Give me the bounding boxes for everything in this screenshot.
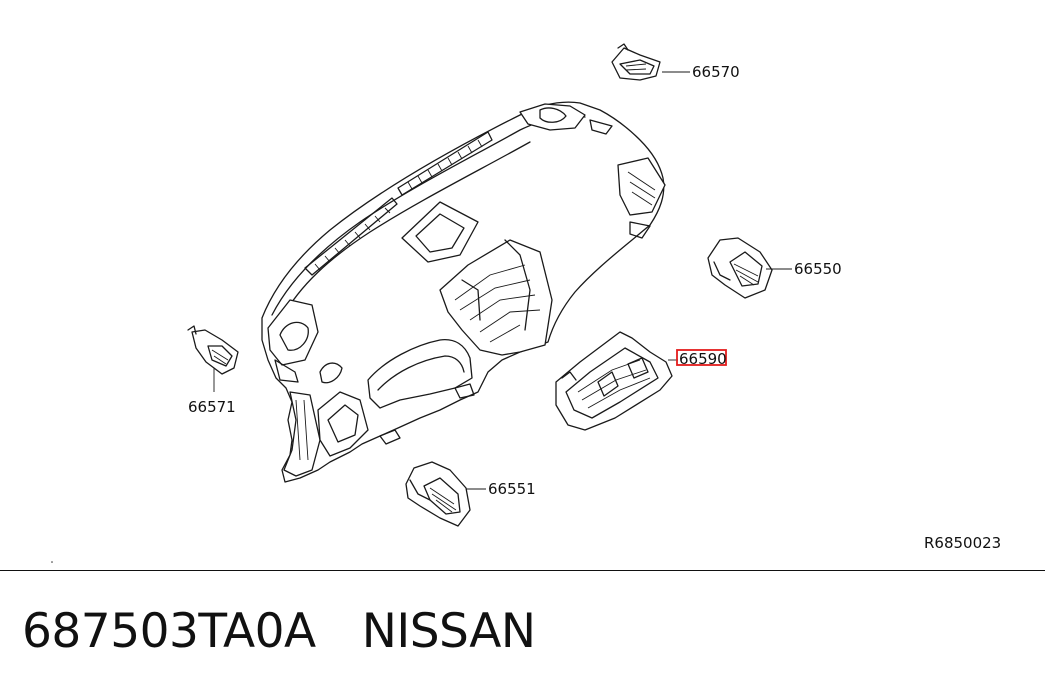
footer: 687503TA0A NISSAN	[22, 596, 536, 666]
part-66590-drawing	[555, 331, 678, 431]
part-66571-drawing	[187, 325, 239, 392]
parts-diagram: 66570 66550 66590 66571 66551 R68	[51, 43, 1001, 563]
footer-divider	[0, 570, 1045, 571]
part-66570-drawing	[611, 43, 690, 81]
highlight-box-66590	[676, 349, 727, 366]
part-66551-drawing	[405, 461, 486, 527]
callout-66570: 66570	[692, 63, 740, 81]
stray-dot	[51, 561, 53, 563]
brand-name: NISSAN	[361, 603, 536, 659]
callout-66571: 66571	[188, 398, 236, 416]
part-66550-drawing	[707, 237, 792, 299]
callout-66590[interactable]: 66590	[679, 350, 727, 368]
part-number: 687503TA0A	[22, 603, 316, 659]
callout-66551: 66551	[488, 480, 536, 498]
callout-66550: 66550	[794, 260, 842, 278]
reference-code: R6850023	[924, 534, 1001, 552]
instrument-panel-drawing	[261, 101, 666, 483]
